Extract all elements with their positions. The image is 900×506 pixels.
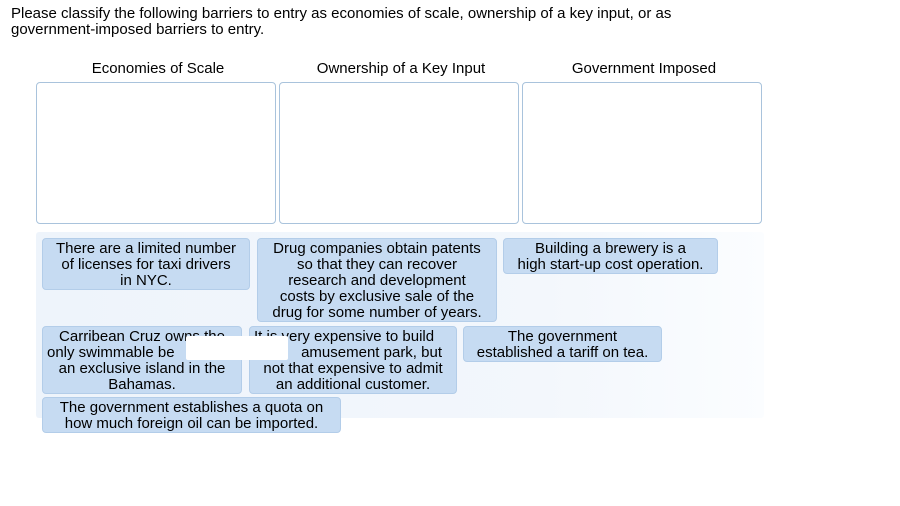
drop-zone-economies-of-scale[interactable]	[36, 82, 276, 224]
column-header-ownership-key-input: Ownership of a Key Input	[316, 60, 486, 77]
card-text: It is very expensive to build	[254, 328, 435, 345]
card-text: not that expensive to admit	[263, 360, 443, 377]
drop-zone-ownership-key-input[interactable]	[279, 82, 519, 224]
card-text: established a tariff on tea.	[476, 344, 649, 361]
occluding-overlay	[186, 336, 288, 360]
column-header-government-imposed: Government Imposed	[571, 60, 717, 77]
drop-zone-government-imposed[interactable]	[522, 82, 762, 224]
question-prompt-line-1: Please classify the following barriers t…	[11, 5, 672, 22]
question-prompt-line-2: government-imposed barriers to entry.	[11, 21, 265, 38]
card-text: The government	[507, 328, 618, 345]
card-text: in NYC.	[120, 272, 172, 289]
draggable-card-drug-patents[interactable]: Drug companies obtain patents so that th…	[257, 238, 497, 322]
draggable-card-tea-tariff[interactable]: The government established a tariff on t…	[463, 326, 662, 362]
card-text: only swimmable be	[47, 344, 175, 361]
card-text: costs by exclusive sale of the	[279, 288, 475, 305]
card-text: There are a limited number	[55, 240, 237, 257]
card-text: amusement park, but	[301, 344, 442, 361]
card-text: an exclusive island in the	[58, 360, 226, 377]
card-text: drug for some number of years.	[272, 304, 482, 321]
draggable-card-brewery-cost[interactable]: Building a brewery is a high start-up co…	[503, 238, 718, 274]
draggable-card-oil-quota[interactable]: The government establishes a quota on ho…	[42, 397, 341, 433]
card-text: an additional customer.	[275, 376, 431, 393]
card-text: high start-up cost operation.	[517, 256, 704, 273]
card-text: of licenses for taxi drivers	[61, 256, 231, 273]
card-text: research and development	[288, 272, 466, 289]
card-text: Drug companies obtain patents	[273, 240, 481, 257]
draggable-card-amusement-park[interactable]: It is very expensive to build amusement …	[249, 326, 457, 394]
card-text: how much foreign oil can be imported.	[64, 415, 319, 432]
card-text: Carribean Cruz owns the	[59, 328, 225, 345]
card-text: The government establishes a quota on	[59, 399, 324, 416]
card-text: so that they can recover	[296, 256, 458, 273]
column-header-economies-of-scale: Economies of Scale	[91, 60, 225, 77]
card-text: Bahamas.	[108, 376, 176, 393]
card-text: Building a brewery is a	[535, 240, 686, 257]
question-prompt: Please classify the following barriers t…	[11, 6, 771, 38]
draggable-card-taxi-licenses[interactable]: There are a limited number of licenses f…	[42, 238, 250, 290]
